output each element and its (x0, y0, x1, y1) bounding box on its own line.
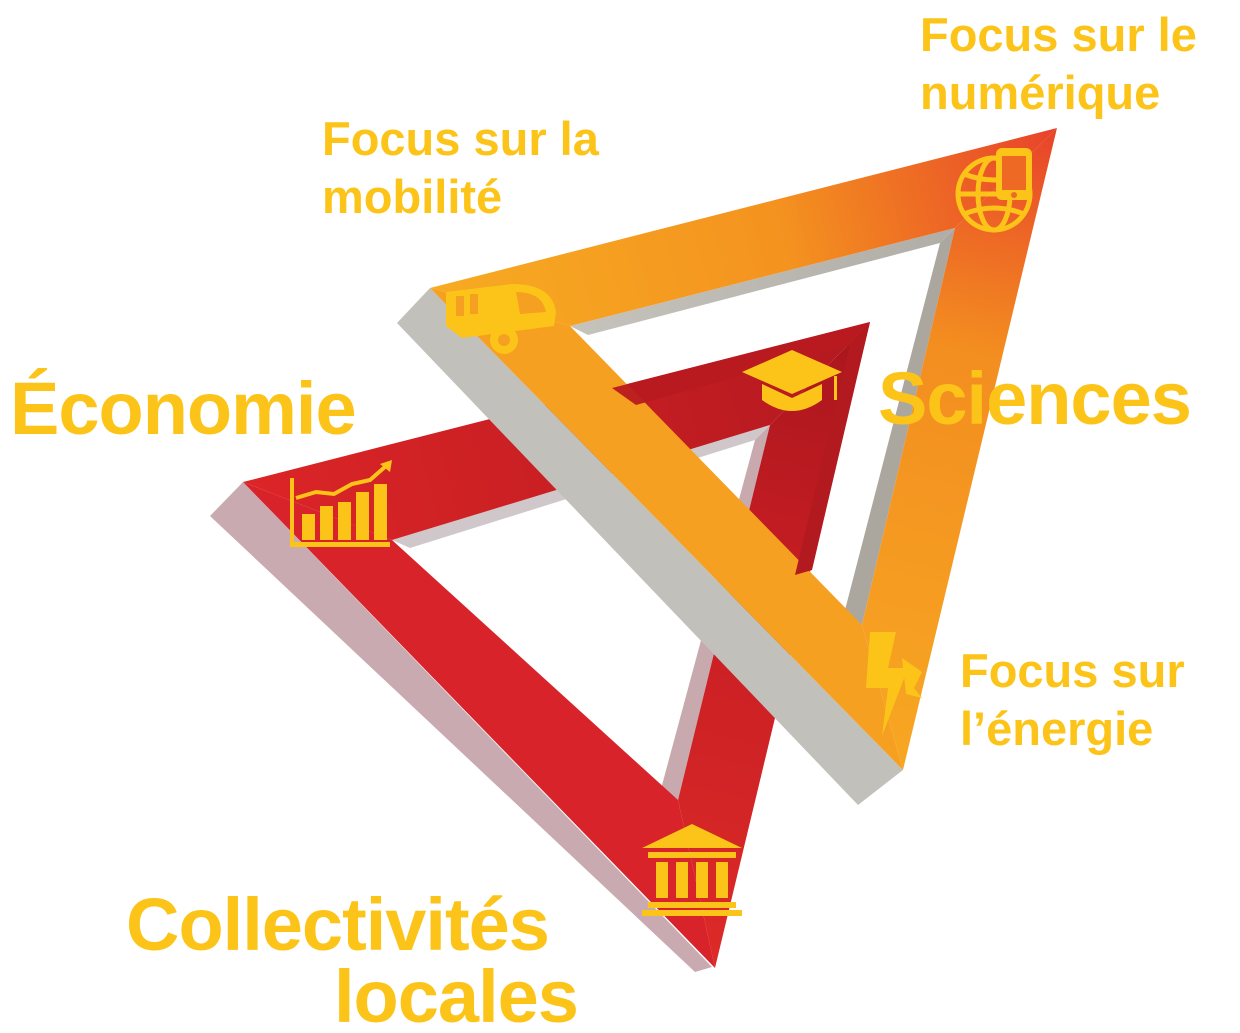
label-mobilite-line1: Focus sur la (322, 112, 599, 165)
label-numerique-line2: numérique (920, 66, 1161, 119)
orange-left-bar (430, 288, 903, 770)
label-collectivites-line2: locales (334, 955, 579, 1033)
orange-right-bar (862, 128, 1057, 770)
red-over-orange-segment (612, 322, 870, 405)
lightning-bolt-icon (866, 632, 922, 736)
red-right-over-segment (795, 322, 870, 575)
orange-top-bar (430, 128, 1057, 326)
bus-icon (446, 284, 556, 354)
rising-bar-chart-icon (290, 460, 392, 547)
orange-left-bevel (397, 288, 903, 805)
globe-smartphone-icon (955, 148, 1033, 233)
orange-inner-bevel-top (570, 228, 955, 335)
label-collectivites-line1: Collectivités (126, 883, 550, 966)
label-sciences: Sciences (878, 357, 1192, 440)
label-energie-line2: l’énergie (960, 702, 1154, 755)
label-economie: Économie (10, 367, 357, 450)
graduation-cap-icon (742, 350, 842, 411)
government-building-icon (642, 824, 742, 916)
label-energie-line1: Focus sur (960, 644, 1185, 697)
orange-inner-bevel-right (845, 228, 955, 625)
red-left-bar (243, 482, 715, 968)
red-left-bevel (210, 482, 712, 972)
label-numerique-line1: Focus sur le (920, 8, 1197, 61)
label-mobilite-line2: mobilité (322, 170, 503, 223)
